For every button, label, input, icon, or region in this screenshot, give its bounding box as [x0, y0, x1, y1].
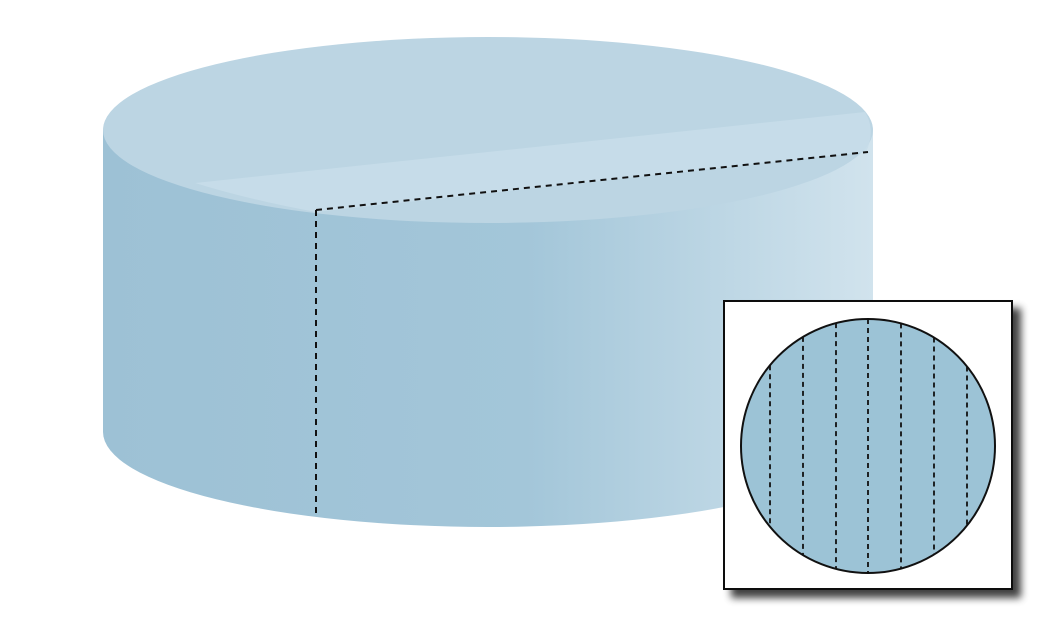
cylinder-side [103, 130, 873, 527]
top-slice-band [195, 112, 871, 212]
top-dashed-line [315, 151, 869, 211]
inset-stripes [769, 319, 968, 573]
